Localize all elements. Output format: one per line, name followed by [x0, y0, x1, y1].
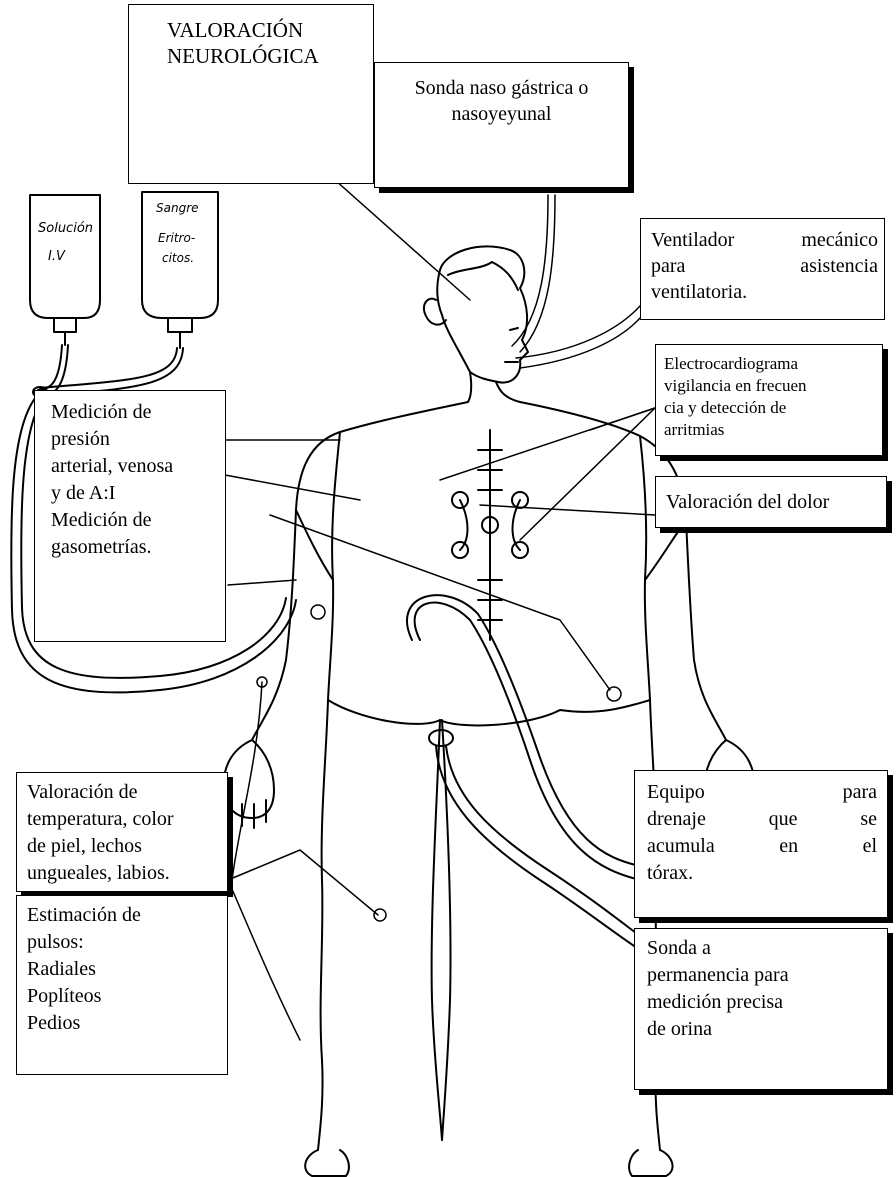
sonda-naso-line1: Sonda naso gástrica o — [383, 75, 620, 101]
pulsos-line2: pulsos: — [27, 929, 227, 956]
temperatura-line4: ungueales, labios. — [27, 860, 227, 887]
ecg-box: Electrocardiograma vigilancia en frecuen… — [655, 344, 883, 456]
drenaje-w8: el — [863, 835, 877, 857]
bag-solucion-line1: Solución — [38, 221, 93, 236]
bag-sangre-line1: Sangre — [156, 201, 199, 215]
bag-sangre-line3: citos. — [162, 251, 194, 265]
drenaje-line4: tórax. — [647, 860, 877, 887]
ventilador-w3: para — [651, 255, 685, 277]
drenaje-line3: acumula en el — [647, 833, 877, 860]
ventilador-line3: ventilatoria. — [651, 279, 878, 305]
iv-solution-bag — [30, 195, 100, 345]
drenaje-w3: drenaje — [647, 808, 706, 830]
dolor-box: Valoración del dolor — [655, 476, 887, 528]
chest-drain-tube — [407, 595, 640, 880]
sonda-orina-line1: Sonda a — [647, 935, 887, 962]
ventilador-w2: mecánico — [801, 229, 878, 251]
presion-line2: presión — [51, 426, 225, 453]
ecg-line1: Electrocardiograma — [664, 353, 876, 375]
drenaje-line2: drenaje que se — [647, 806, 877, 833]
drenaje-box: Equipo para drenaje que se acumula en el… — [634, 770, 888, 918]
neuro-box: VALORACIÓN NEUROLÓGICA — [128, 4, 374, 184]
feet — [305, 1150, 672, 1176]
dolor-line: Valoración del dolor — [666, 489, 886, 515]
presion-line3: arterial, venosa — [51, 453, 225, 480]
sonda-naso-box: Sonda naso gástrica o nasoyeyunal — [374, 62, 629, 188]
pulsos-line5: Pedios — [27, 1010, 227, 1037]
temperatura-line2: temperatura, color — [27, 806, 227, 833]
ecg-line2: vigilancia en frecuen — [664, 375, 876, 397]
ventilador-line1: Ventilador mecánico — [651, 227, 878, 253]
drenaje-line1: Equipo para — [647, 779, 877, 806]
drenaje-w7: en — [779, 835, 798, 857]
pulsos-line3: Radiales — [27, 956, 227, 983]
drenaje-w5: se — [860, 808, 877, 830]
presion-line6: gasometrías. — [51, 534, 225, 561]
bag-sangre-line2: Eritro- — [158, 231, 195, 245]
blood-bag — [142, 192, 218, 348]
drenaje-w1: Equipo — [647, 781, 705, 803]
urinary-catheter — [429, 730, 640, 950]
sonda-orina-line4: de orina — [647, 1016, 887, 1043]
sonda-orina-box: Sonda a permanencia para medición precis… — [634, 928, 888, 1090]
bag-solucion-line2: I.V — [48, 249, 66, 264]
ventilador-w4: asistencia — [800, 255, 878, 277]
pulsos-line1: Estimación de — [27, 902, 227, 929]
sonda-orina-line2: permanencia para — [647, 962, 887, 989]
ecg-line3: cia y detección de — [664, 397, 876, 419]
pulsos-line4: Poplíteos — [27, 983, 227, 1010]
ecg-line4: arritmias — [664, 419, 876, 441]
temperatura-line1: Valoración de — [27, 779, 227, 806]
drenaje-w4: que — [769, 808, 798, 830]
ventilador-w1: Ventilador — [651, 229, 734, 251]
ventilador-line2: para asistencia — [651, 253, 878, 279]
patient-head — [424, 246, 528, 382]
sonda-orina-line3: medición precisa — [647, 989, 887, 1016]
presion-line5: Medición de — [51, 507, 225, 534]
pulsos-box: Estimación de pulsos: Radiales Poplíteos… — [16, 895, 228, 1075]
presion-box: Medición de presión arterial, venosa y d… — [34, 390, 226, 642]
temperatura-line3: de piel, lechos — [27, 833, 227, 860]
ventilador-box: Ventilador mecánico para asistencia vent… — [640, 218, 885, 320]
temperatura-box: Valoración de temperatura, color de piel… — [16, 772, 228, 892]
drenaje-w6: acumula — [647, 835, 715, 857]
presion-line1: Medición de — [51, 399, 225, 426]
leader-lines — [225, 140, 655, 1040]
sonda-naso-line2: nasoyeyunal — [383, 101, 620, 127]
neuro-line2: NEUROLÓGICA — [167, 43, 373, 69]
neuro-line1: VALORACIÓN — [167, 17, 373, 43]
bag-labels: Solución I.V Sangre Eritro- citos. — [38, 201, 199, 265]
ecg-electrodes — [452, 430, 528, 640]
presion-line4: y de A:I — [51, 480, 225, 507]
drenaje-w2: para — [843, 781, 877, 803]
